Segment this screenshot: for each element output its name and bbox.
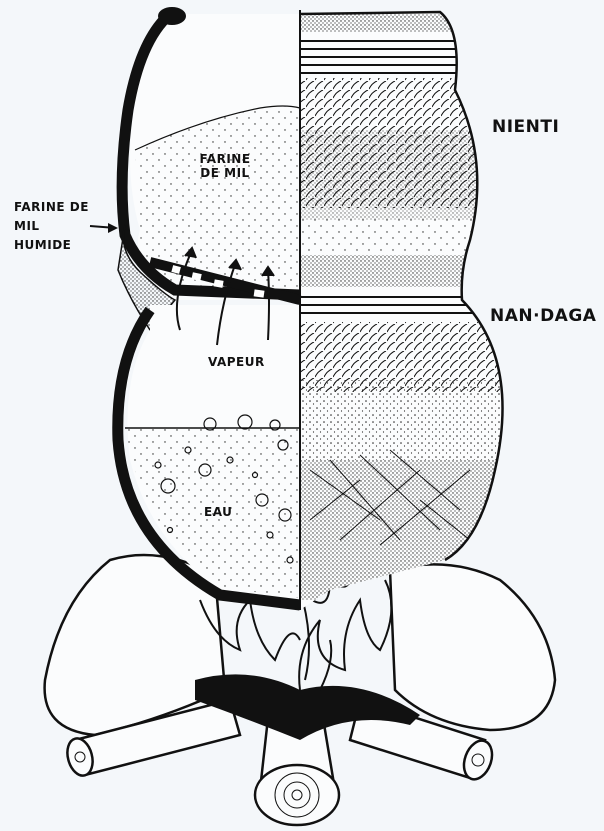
label-flour: FARINE DE MIL xyxy=(180,152,270,180)
stone-right xyxy=(390,564,555,730)
nienti-rim xyxy=(158,7,186,25)
label-wet-flour: FARINE DE MIL HUMIDE xyxy=(14,198,104,255)
label-steam: VAPEUR xyxy=(208,355,265,369)
pot-exterior xyxy=(300,10,520,610)
label-water: EAU xyxy=(204,505,232,519)
label-nan-daga: NAN·DAGA xyxy=(490,306,596,326)
label-nienti: NIENTI xyxy=(492,117,559,137)
